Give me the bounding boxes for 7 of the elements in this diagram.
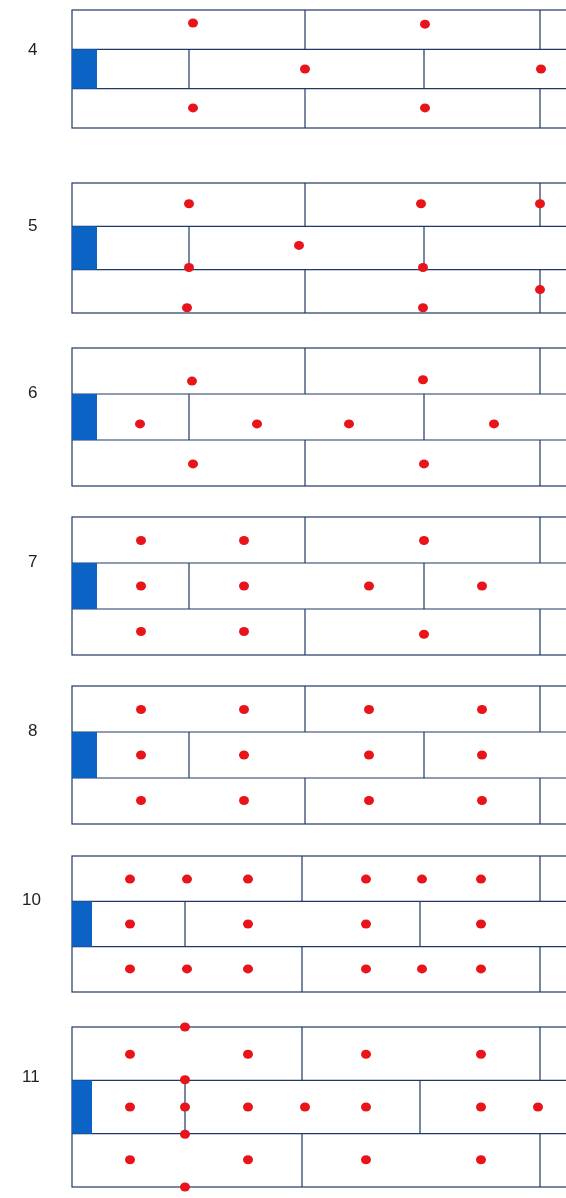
panel-number: 5: [28, 215, 38, 236]
panel-number: 4: [28, 39, 38, 60]
panel-number: 11: [22, 1067, 40, 1087]
panel-number: 6: [28, 382, 38, 403]
panel-number: 8: [28, 720, 38, 741]
panel-number: 7: [28, 551, 38, 572]
panel-number: 10: [22, 890, 41, 910]
